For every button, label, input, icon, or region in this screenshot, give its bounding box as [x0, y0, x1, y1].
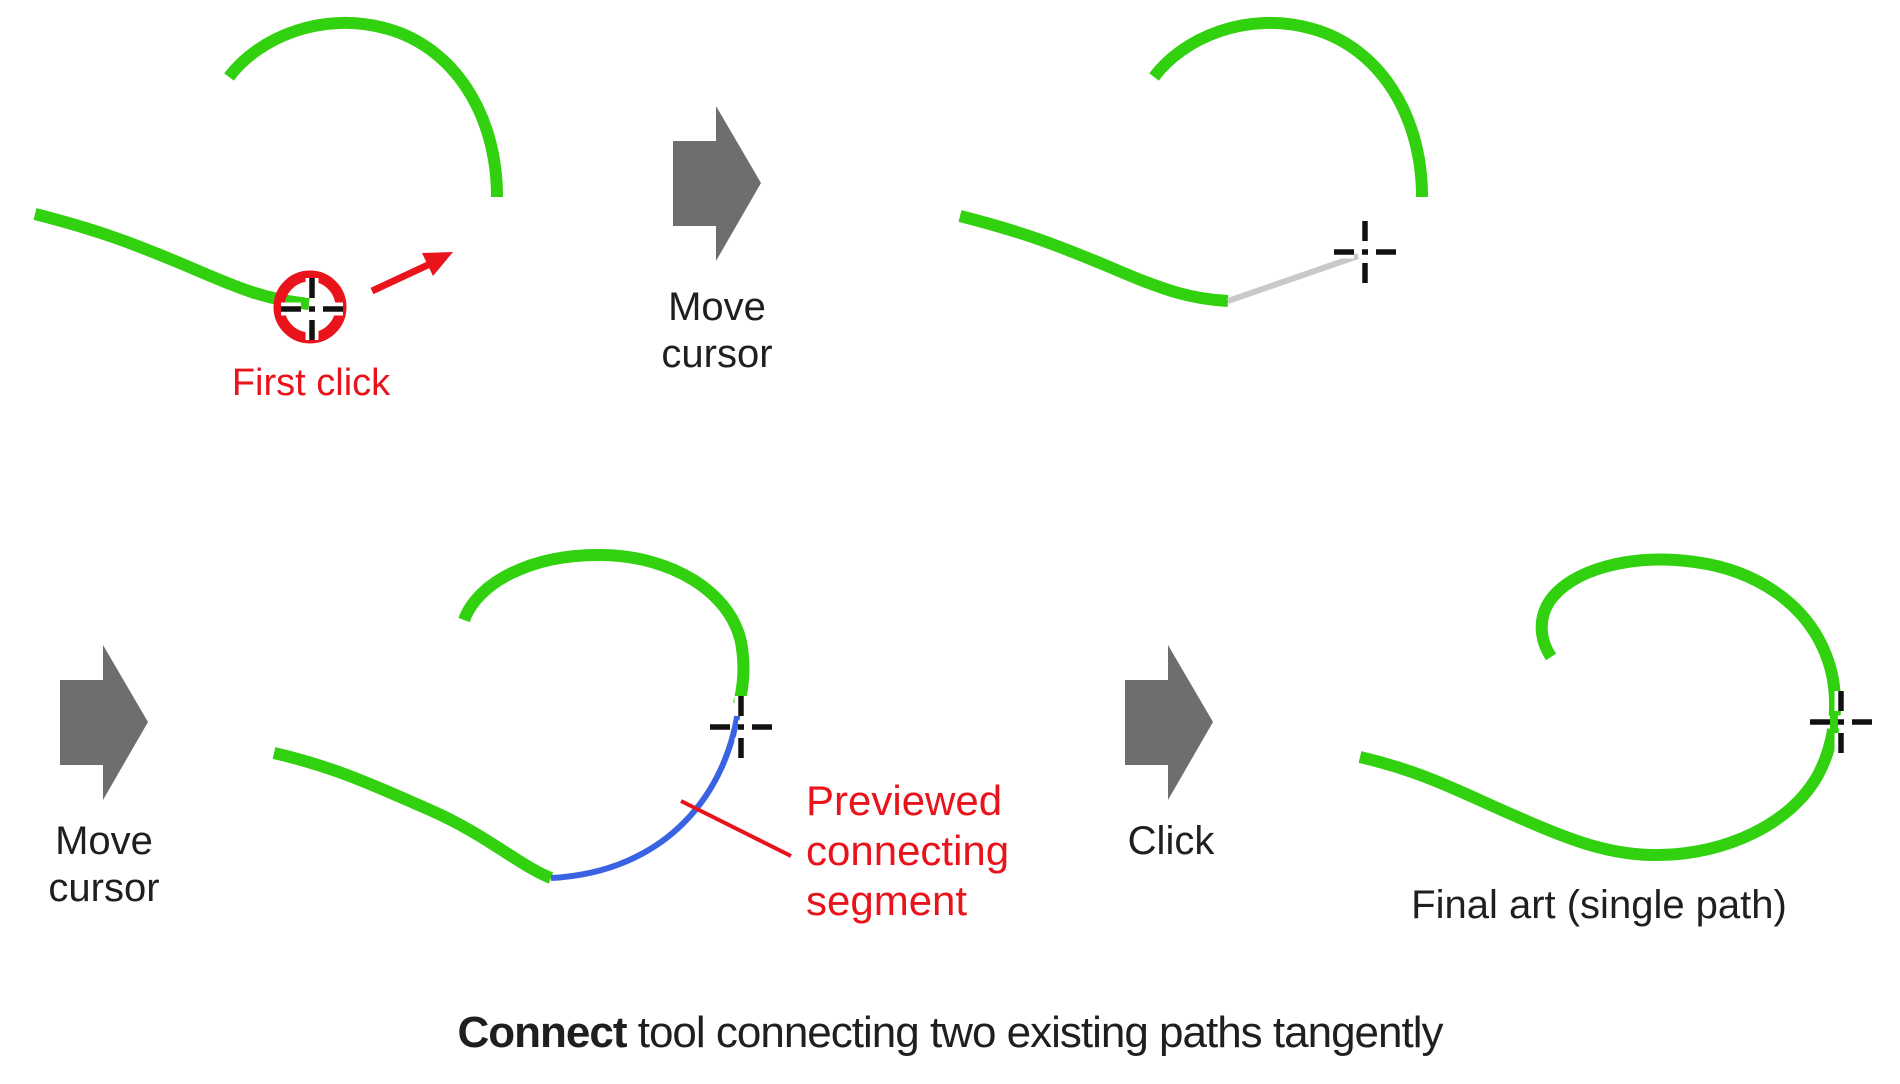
panel-step2 — [958, 16, 1428, 307]
step-arrow-1 — [673, 106, 761, 261]
lower-open-path-step3 — [272, 747, 554, 884]
figure-caption-rest: tool connecting two existing paths tange… — [626, 1008, 1444, 1057]
crosshair-cursor-step3 — [710, 696, 772, 758]
callout-line — [680, 799, 792, 858]
direction-arrow-head — [422, 252, 453, 276]
final-single-path — [1358, 553, 1842, 862]
step-arrow-3 — [1125, 645, 1213, 800]
move-cursor-top-line1: Move — [668, 285, 766, 329]
lower-open-path-step2 — [958, 210, 1229, 307]
panel-step3 — [272, 548, 792, 884]
preview-annotation-line1: Previewed — [806, 777, 1003, 824]
direction-arrow-shaft — [370, 260, 432, 295]
crosshair-cursor-step2 — [1334, 221, 1396, 283]
step-arrow-2 — [60, 645, 148, 800]
upper-open-path-step3 — [458, 548, 750, 706]
move-cursor-left-line2: cursor — [48, 866, 160, 910]
lower-open-path-step1 — [33, 208, 310, 310]
panel-step4 — [1358, 553, 1872, 862]
crosshair-cursor-step4 — [1810, 691, 1872, 753]
preview-annotation-line2: connecting — [806, 827, 1010, 874]
upper-open-path-step1 — [224, 16, 503, 198]
first-click-annotation: First click — [231, 362, 391, 404]
preview-line — [1227, 253, 1359, 304]
preview-connecting-segment — [550, 703, 742, 881]
upper-open-path-step2 — [1149, 16, 1428, 198]
move-cursor-top-line2: cursor — [661, 332, 773, 376]
final-art-caption: Final art (single path) — [1411, 883, 1787, 927]
figure-caption: Connect tool connecting two existing pat… — [0, 1008, 1900, 1058]
figure-caption-bold: Connect — [457, 1008, 628, 1057]
preview-annotation-line3: segment — [806, 877, 968, 924]
click-label: Click — [1127, 819, 1215, 863]
panel-step1 — [33, 16, 503, 340]
move-cursor-left-line1: Move — [55, 819, 153, 863]
